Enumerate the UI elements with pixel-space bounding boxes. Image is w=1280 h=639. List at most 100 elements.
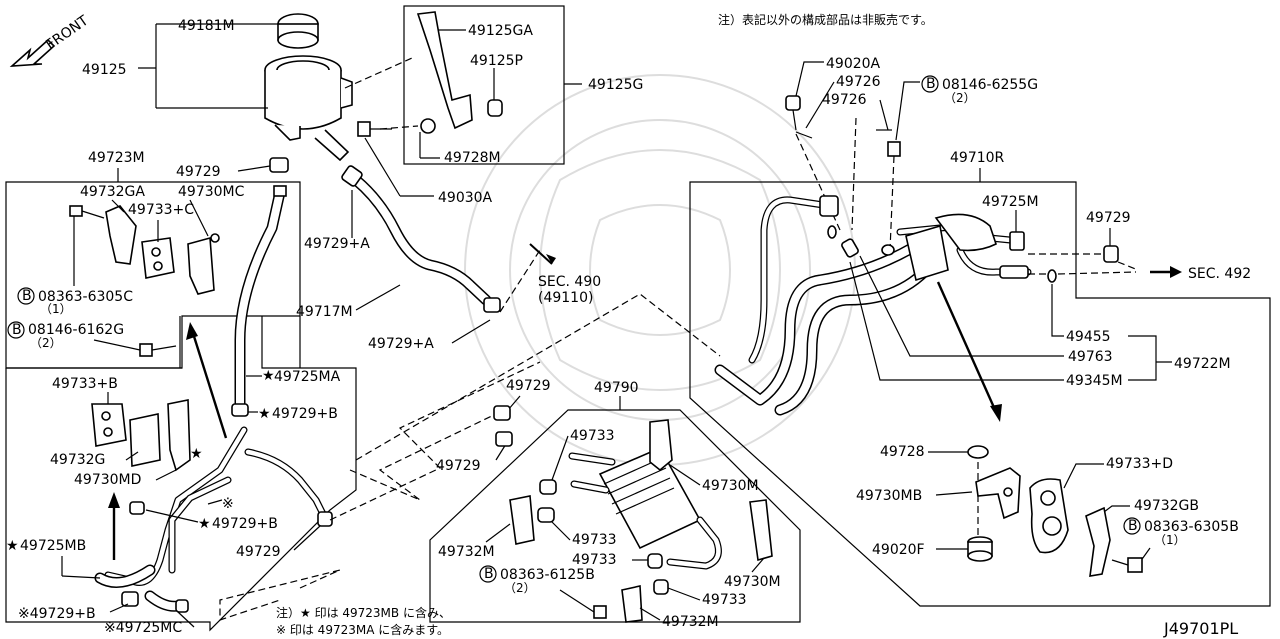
bolt-08363-6125B xyxy=(593,605,607,619)
star-mark-2: ★ xyxy=(262,368,275,384)
nut-49020F xyxy=(967,536,993,562)
label-49730MB: 49730MB xyxy=(856,488,922,504)
label-08146-6255G: 08146-6255G xyxy=(942,77,1038,93)
label-49733-1: 49733 xyxy=(570,428,615,444)
label-49725MB: 49725MB xyxy=(20,538,86,554)
label-08363-6305C: 08363-6305C xyxy=(38,289,133,305)
label-49729B-1: ※49729+B xyxy=(18,606,96,622)
badge-b-1: B xyxy=(22,288,32,304)
label-49730MC: 49730MC xyxy=(178,184,245,200)
label-08363-6125B-qty: （2） xyxy=(504,581,536,595)
label-49729-mid: 49729 xyxy=(236,544,281,560)
label-08146-6162G-qty: （2） xyxy=(30,336,62,350)
badge-b-3: B xyxy=(484,566,494,582)
washer-49728 xyxy=(967,445,989,459)
label-49717M: 49717M xyxy=(296,304,353,320)
pipe-49725MB xyxy=(94,426,333,613)
label-49345M: 49345M xyxy=(1066,373,1123,389)
label-49181M: 49181M xyxy=(178,18,235,34)
badge-b-5: B xyxy=(1128,518,1138,534)
label-49733D: 49733+D xyxy=(1106,456,1173,472)
reservoir-49125 xyxy=(264,13,353,173)
label-49732M-2: 49732M xyxy=(662,614,719,630)
label-49455: 49455 xyxy=(1066,329,1111,345)
label-49726-1: 49726 xyxy=(836,74,881,90)
bracket-box-49125G xyxy=(403,5,565,165)
bolt-08363-6305B xyxy=(1127,557,1143,573)
box-lower-left xyxy=(5,316,357,632)
label-49722M: 49722M xyxy=(1174,356,1231,372)
label-49125: 49125 xyxy=(82,62,127,78)
clamp-49733D xyxy=(1029,478,1069,554)
label-49020A: 49020A xyxy=(826,56,881,72)
label-49729A-2: 49729+A xyxy=(368,336,434,352)
star-mark-3: ★ xyxy=(258,406,271,422)
hose-49717M xyxy=(341,165,501,313)
bottom-note-line2: ※ 印は 49723MA に含みます。 xyxy=(276,622,449,637)
clamp-49729-c1 xyxy=(493,405,511,421)
bracket-49125GA xyxy=(416,11,503,134)
clamp-set-49733C xyxy=(69,205,220,295)
label-08146-6162G: 08146-6162G xyxy=(28,322,124,338)
star-mark-1: ★ xyxy=(190,446,203,462)
bracket-49732GB xyxy=(1085,506,1111,577)
pipe-assembly-49710R xyxy=(714,195,1032,416)
label-49733-2: 49733 xyxy=(572,532,617,548)
label-49729-c1: 49729 xyxy=(506,378,551,394)
label-49733-3: 49733 xyxy=(572,552,617,568)
label-49733B: 49733+B xyxy=(52,376,118,392)
union-bolt-49020A xyxy=(785,95,892,139)
clamp-49729-c2 xyxy=(495,431,513,447)
kome-mark-1: ※ xyxy=(222,496,234,512)
top-note: 注）表記以外の構成部品は非販売です。 xyxy=(718,12,933,27)
bolt-08146-6162G xyxy=(139,343,153,357)
bracket-49730MB xyxy=(975,467,1021,520)
label-49710R: 49710R xyxy=(950,150,1005,166)
label-49725MA: 49725MA xyxy=(274,369,341,385)
label-49732M-1: 49732M xyxy=(438,544,495,560)
label-49030A: 49030A xyxy=(438,190,493,206)
label-49729B-2: 49729+B xyxy=(272,406,338,422)
label-49728: 49728 xyxy=(880,444,925,460)
label-49728M: 49728M xyxy=(444,150,501,166)
label-49730M-2: 49730M xyxy=(724,574,781,590)
label-08146-6255G-qty: （2） xyxy=(944,91,976,105)
label-49729A-1: 49729+A xyxy=(304,236,370,252)
label-49125G: 49125G xyxy=(588,77,643,93)
box-cooler-49790 xyxy=(429,409,801,623)
oil-cooler-49790 xyxy=(509,419,773,623)
bolt-08146-6255G xyxy=(887,141,901,157)
label-49726-2: 49726 xyxy=(822,92,867,108)
o-ring-49455 xyxy=(1047,269,1057,283)
clamp-49729-r xyxy=(1103,245,1119,263)
label-08363-6305B-qty: （1） xyxy=(1154,533,1186,547)
label-49732GA: 49732GA xyxy=(80,184,145,200)
label-49729B-3: 49729+B xyxy=(212,516,278,532)
label-sec-490-sub: (49110) xyxy=(538,290,593,306)
label-49732G: 49732G xyxy=(50,452,105,468)
label-49790: 49790 xyxy=(594,380,639,396)
badge-b-4: B xyxy=(926,76,936,92)
label-49733-4: 49733 xyxy=(702,592,747,608)
label-08363-6305C-qty: （1） xyxy=(40,302,72,316)
label-49725MC: ※49725MC xyxy=(104,620,182,636)
clamp-set-49733B xyxy=(91,399,191,472)
bottom-note-line1: 注）★ 印は 49723MB に含み、 xyxy=(276,605,451,620)
front-label: FRONT xyxy=(43,12,92,53)
label-49125P: 49125P xyxy=(470,53,523,69)
label-49729-r: 49729 xyxy=(1086,210,1131,226)
box-49710R xyxy=(689,181,1271,607)
label-49732GB: 49732GB xyxy=(1134,498,1199,514)
hose-49725MA xyxy=(231,185,287,417)
front-arrow-icon xyxy=(9,38,56,67)
label-08363-6125B: 08363-6125B xyxy=(500,567,595,583)
label-49733C: 49733+C xyxy=(128,202,194,218)
label-49729-c2: 49729 xyxy=(436,458,481,474)
label-49730MD: 49730MD xyxy=(74,472,141,488)
badge-b-2: B xyxy=(12,322,22,338)
label-49125GA: 49125GA xyxy=(468,23,533,39)
label-49729-top: 49729 xyxy=(176,164,221,180)
diagram-id: J49701PL xyxy=(1163,619,1238,638)
